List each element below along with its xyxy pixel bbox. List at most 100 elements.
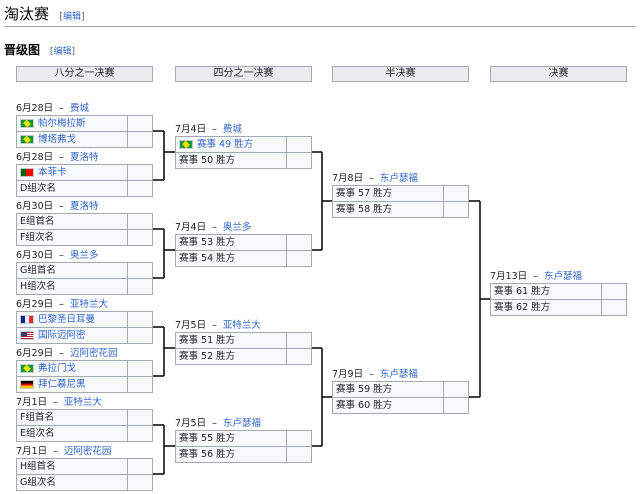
team-cell: F组次名 — [17, 230, 127, 245]
match-venue-link[interactable]: 亚特兰大 — [63, 397, 102, 408]
score-cell — [286, 349, 311, 364]
team-name: 赛事 55 胜方 — [179, 433, 236, 444]
team-cell: 赛事 54 胜方 — [176, 251, 286, 266]
match-venue-link[interactable]: 迈阿密花园 — [63, 446, 112, 457]
team-name: 国际迈阿密 — [38, 330, 86, 341]
match-separator: – — [56, 250, 67, 261]
subsection-edit-link[interactable]: 编辑 — [53, 47, 72, 57]
section-divider — [4, 26, 636, 27]
flag-brazil-icon — [20, 364, 34, 373]
match-venue-link[interactable]: 迈阿密花园 — [69, 348, 118, 359]
round-header-4: 决赛 — [490, 66, 627, 82]
score-cell — [127, 459, 152, 474]
score-cell — [127, 475, 152, 490]
match-venue-link[interactable]: 夏洛特 — [69, 201, 99, 212]
match-date: 6月30日 — [16, 250, 54, 261]
match-separator: – — [209, 124, 220, 135]
flag-usa-icon — [20, 331, 34, 340]
match-date: 6月29日 — [16, 299, 54, 310]
team-row: 拜仁慕尼黑 — [16, 376, 153, 393]
team-cell: H组首名 — [17, 459, 127, 474]
team-row: 赛事 52 胜方 — [175, 348, 312, 365]
score-cell — [127, 230, 152, 245]
team-cell[interactable]: 国际迈阿密 — [17, 328, 127, 343]
team-name: E组首名 — [20, 216, 55, 227]
match-label: 7月9日 – 东卢瑟福 — [332, 366, 418, 380]
team-row: 赛事 62 胜方 — [490, 299, 627, 316]
team-name: 弗拉门戈 — [38, 363, 77, 374]
team-cell: E组次名 — [17, 426, 127, 441]
team-cell[interactable]: 拜仁慕尼黑 — [17, 377, 127, 392]
section-edit-link[interactable]: 编辑 — [63, 12, 82, 22]
team-cell[interactable]: 本菲卡 — [17, 165, 127, 180]
score-cell — [127, 165, 152, 180]
team-row: 弗拉门戈 — [16, 360, 153, 377]
match-venue-link[interactable]: 亚特兰大 — [69, 299, 108, 310]
match-venue-link[interactable]: 亚特兰大 — [222, 320, 261, 331]
team-cell[interactable]: 帕尔梅拉斯 — [17, 116, 127, 131]
team-row: G组首名 — [16, 262, 153, 279]
match-label: 6月28日 – 费城 — [16, 100, 89, 114]
match-venue-link[interactable]: 东卢瑟福 — [543, 271, 582, 282]
team-cell[interactable]: 弗拉门戈 — [17, 361, 127, 376]
match-venue-link[interactable]: 费城 — [222, 124, 242, 135]
team-cell: 赛事 62 胜方 — [491, 300, 601, 315]
score-cell — [127, 116, 152, 131]
match-venue-link[interactable]: 费城 — [69, 103, 89, 114]
team-row: 赛事 56 胜方 — [175, 446, 312, 463]
team-cell: 赛事 60 胜方 — [333, 398, 443, 413]
match-date: 7月1日 — [16, 446, 48, 457]
team-name: 赛事 60 胜方 — [336, 400, 393, 411]
match-venue-link[interactable]: 东卢瑟福 — [222, 418, 261, 429]
match-separator: – — [209, 320, 220, 331]
team-name: 赛事 52 胜方 — [179, 351, 236, 362]
match-label: 7月8日 – 东卢瑟福 — [332, 170, 418, 184]
team-cell: 赛事 59 胜方 — [333, 382, 443, 397]
match-date: 7月8日 — [332, 173, 364, 184]
match-date: 7月13日 — [490, 271, 528, 282]
team-name: 赛事 62 胜方 — [494, 302, 551, 313]
score-cell — [443, 186, 468, 201]
team-row: 赛事 59 胜方 — [332, 381, 469, 398]
round-header-3: 半决赛 — [332, 66, 469, 82]
score-cell — [286, 431, 311, 446]
section-title: 淘汰赛 — [4, 5, 50, 23]
team-cell: 赛事 53 胜方 — [176, 235, 286, 250]
score-cell — [286, 153, 311, 168]
team-row: D组次名 — [16, 180, 153, 197]
match-venue-link[interactable]: 东卢瑟福 — [379, 173, 418, 184]
team-row: 赛事 58 胜方 — [332, 201, 469, 218]
match-venue-link[interactable]: 奥兰多 — [69, 250, 99, 261]
team-name: 博塔弗戈 — [38, 134, 77, 145]
match-date: 7月5日 — [175, 418, 207, 429]
team-cell[interactable]: 巴黎圣日耳曼 — [17, 312, 127, 327]
match-separator: – — [56, 299, 67, 310]
team-name: H组首名 — [20, 461, 56, 472]
team-cell[interactable]: 博塔弗戈 — [17, 132, 127, 147]
score-cell — [443, 202, 468, 217]
team-cell: 赛事 51 胜方 — [176, 333, 286, 348]
team-cell: E组首名 — [17, 214, 127, 229]
team-row: H组次名 — [16, 278, 153, 295]
score-cell — [127, 361, 152, 376]
team-row: 巴黎圣日耳曼 — [16, 311, 153, 328]
score-cell — [601, 300, 626, 315]
section-edit: [编辑] — [53, 12, 85, 22]
team-name: F组次名 — [20, 232, 54, 243]
team-name: 帕尔梅拉斯 — [38, 118, 86, 129]
team-cell[interactable]: 赛事 49 胜方 — [176, 137, 286, 152]
match-venue-link[interactable]: 夏洛特 — [69, 152, 99, 163]
match-separator: – — [209, 418, 220, 429]
team-name: 赛事 54 胜方 — [179, 253, 236, 264]
match-date: 6月28日 — [16, 103, 54, 114]
match-label: 6月29日 – 迈阿密花园 — [16, 345, 117, 359]
match-venue-link[interactable]: 东卢瑟福 — [379, 369, 418, 380]
team-row: E组次名 — [16, 425, 153, 442]
round-header-1: 八分之一决赛 — [16, 66, 153, 82]
match-label: 6月30日 – 奥兰多 — [16, 247, 98, 261]
match-date: 6月28日 — [16, 152, 54, 163]
score-cell — [127, 132, 152, 147]
team-name: 赛事 50 胜方 — [179, 155, 236, 166]
match-venue-link[interactable]: 奥兰多 — [222, 222, 252, 233]
